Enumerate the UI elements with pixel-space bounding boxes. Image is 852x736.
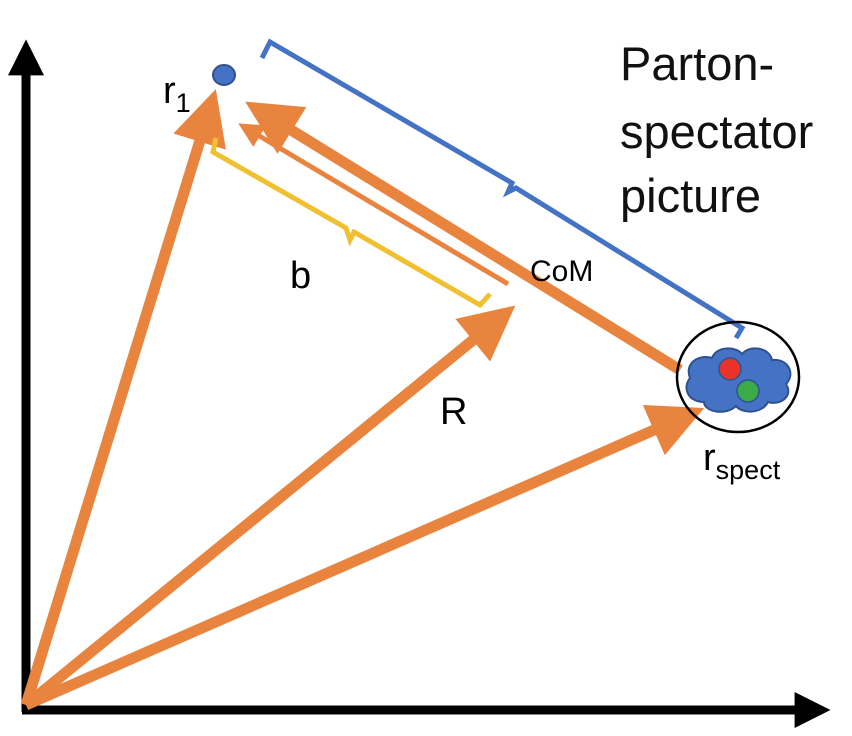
r1-label: r1 [163, 70, 191, 118]
rspect-label: rspect [703, 437, 781, 485]
rspect-base: r [703, 437, 716, 479]
r1-base: r [163, 70, 176, 112]
b-bracket [210, 137, 492, 309]
vector-com-to-r1 [238, 123, 510, 287]
red-quark [718, 357, 742, 381]
r1-subscript: 1 [176, 88, 191, 118]
vector-origin-to-r1 [20, 89, 226, 707]
spectator-blob [685, 347, 792, 413]
com-label: CoM [530, 255, 593, 288]
b-label: b [290, 255, 311, 297]
vector-spectator-to-r1 [245, 101, 683, 375]
spectator-circle [675, 320, 801, 434]
title-line-3: picture [620, 169, 761, 222]
rspect-subscript: spect [716, 455, 781, 485]
distance-bracket [259, 38, 746, 340]
R-label: R [440, 391, 467, 433]
title-line-1: Parton- [620, 37, 774, 90]
vector-origin-to-rspect [23, 404, 705, 711]
title-line-2: spectator [620, 105, 813, 158]
parton-dot [212, 64, 236, 86]
vector-R-origin-to-com [22, 305, 516, 710]
green-quark [736, 379, 760, 403]
